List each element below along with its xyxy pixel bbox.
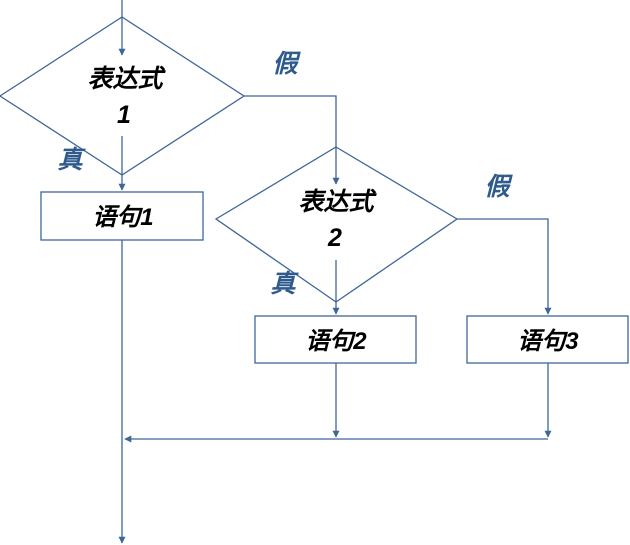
decision-1-text-line1: 表达式 — [87, 65, 166, 93]
decision-2-text-line2: 2 — [327, 224, 342, 252]
branch-label-false-1: 假 — [272, 49, 301, 78]
statement-3-text: 语句3 — [517, 328, 579, 355]
decision-1-text-line2: 1 — [117, 101, 131, 129]
statement-2-text: 语句2 — [305, 328, 367, 355]
branch-label-true-2: 真 — [270, 269, 299, 298]
branch-label-false-2: 假 — [484, 172, 513, 201]
false-2-arrow — [457, 218, 552, 315]
decision-2-text-line1: 表达式 — [298, 188, 377, 216]
branch-label-true-1: 真 — [57, 145, 86, 174]
false-1-arrow — [244, 95, 340, 185]
statement-1-text: 语句1 — [92, 204, 153, 231]
